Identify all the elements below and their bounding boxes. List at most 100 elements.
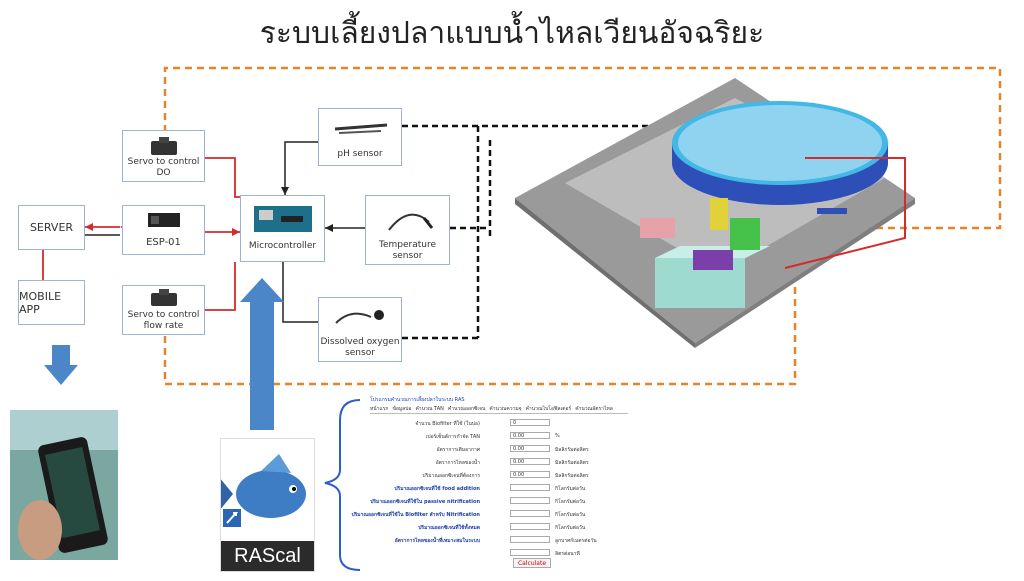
ph-probe-icon	[334, 123, 388, 134]
form-tab[interactable]: คำนวณไบโอฟิลเตอร์	[525, 406, 572, 412]
form-row: จำนวน Biofilter ที่ใช้ (ในบ่อ) 0	[365, 419, 630, 428]
blue-arrow-shaft	[250, 300, 274, 430]
form-row-label: อัตราการไหลของน้ำที่เหมาะสมในระบบ	[394, 538, 480, 544]
do-probe-icon	[335, 310, 384, 324]
arrow-red-mc	[232, 228, 240, 236]
form-row-input[interactable]	[510, 523, 550, 530]
form-row-input[interactable]	[510, 510, 550, 517]
filter-yellow	[710, 198, 728, 230]
arduino-board-icon	[254, 206, 312, 232]
blue-pipe	[817, 208, 847, 214]
servo-flow-label: Servo to control flow rate	[127, 310, 200, 331]
form-row: ปริมาณออกซิเจนที่ใช้ทั้งหมด กิโลกรัมต่อวั…	[365, 523, 630, 532]
form-row-label: ปริมาณออกซิเจนที่ใช้ food addition	[394, 486, 480, 492]
form-row: ปริมาณออกซิเจนที่ใช้ใน Biofilter สำหรับ …	[351, 510, 630, 519]
servo-icon	[151, 137, 177, 155]
form-row-label: ปริมาณออกซิเจนที่ต้องการ	[422, 473, 480, 479]
black-line-ph-mc	[284, 141, 318, 195]
form-row-input[interactable]: 0.00	[510, 445, 550, 452]
red-line-mc-servo-flow	[205, 262, 236, 311]
server-label: SERVER	[29, 221, 74, 234]
esp-label: ESP-01	[146, 236, 181, 248]
rascal-logo: RAScal	[220, 438, 315, 572]
form-row: ปริมาณออกซิเจนที่ใช้ food addition กิโลกร…	[365, 484, 630, 493]
mobile-phone-photo	[10, 410, 118, 560]
dissolved-oxygen-box: Dissolved oxygen sensor	[318, 297, 402, 362]
red-pipe	[784, 157, 906, 269]
form-row-label: อัตราการไหลของน้ำ	[435, 460, 480, 466]
servo-do-box: Servo to control DO	[122, 130, 205, 182]
esp-box: ESP-01	[122, 205, 205, 255]
form-row-unit: มิลลิกรัมต่อลิตร	[555, 473, 589, 479]
temperature-sensor-label: Temperature sensor	[378, 240, 436, 261]
form-row-input[interactable]: 0.00	[510, 458, 550, 465]
ph-sensor-label: pH sensor	[337, 148, 383, 159]
form-row-unit: ลูกบาศก์เมตรต่อวัน	[555, 538, 597, 544]
calculate-button[interactable]: Calculate	[513, 558, 551, 568]
rascal-name: RAScal	[221, 541, 314, 571]
biofilter-media	[693, 250, 733, 270]
form-row-unit: มิลลิกรัมต่อลิตร	[555, 460, 589, 466]
form-row-unit: มิลลิกรัมต่อลิตร	[555, 447, 589, 453]
black-line-do-mc	[282, 262, 318, 323]
fish-icon	[221, 454, 306, 527]
orange-dashed-loop-bottom	[163, 285, 797, 386]
dissolved-oxygen-label: Dissolved oxygen sensor	[320, 337, 400, 358]
ph-sensor-box: pH sensor	[318, 108, 402, 166]
temperature-probe-icon	[388, 213, 434, 231]
form-row-input[interactable]: 0	[510, 419, 550, 426]
form-row-unit: ลิตรต่อนาที	[555, 551, 580, 557]
form-tab[interactable]: คำนวณความจุ	[489, 406, 522, 412]
brace	[324, 399, 361, 571]
form-row: อัตราการเติมอากาศ 0.00 มิลลิกรัมต่อลิตร	[365, 445, 630, 454]
arrow-red-server	[85, 223, 93, 231]
tank-illustration	[515, 78, 915, 348]
form-row-input[interactable]	[510, 484, 550, 491]
form-row-unit: กิโลกรัมต่อวัน	[555, 486, 586, 492]
form-tab[interactable]: คำนวณอัตราไหล	[575, 406, 613, 412]
esp-board-icon	[148, 213, 180, 227]
mobile-app-box: MOBILE APP	[18, 280, 85, 325]
blue-down-shaft	[52, 345, 70, 365]
form-row: อัตราการไหลของน้ำ 0.00 มิลลิกรัมต่อลิตร	[365, 458, 630, 467]
page-title: ระบบเลี้ยงปลาแบบน้ำไหลเวียนอัจฉริยะ	[259, 16, 765, 51]
form-tab[interactable]: คำนวณออกซิเจน	[447, 406, 486, 412]
orange-dashed-loop	[163, 66, 1002, 230]
form-row-input[interactable]: 0.00	[510, 432, 550, 439]
form-row: ลิตรต่อนาที	[365, 549, 630, 558]
form-row-unit: กิโลกรัมต่อวัน	[555, 525, 586, 531]
form-tab[interactable]: คำนวณ TAN	[415, 406, 444, 412]
server-box: SERVER	[18, 205, 85, 250]
servo-icon	[151, 289, 177, 306]
form-row-label: อัตราการเติมอากาศ	[436, 447, 480, 453]
red-line-servo-do	[205, 157, 268, 198]
temperature-sensor-box: Temperature sensor	[365, 195, 450, 265]
blue-down-head	[44, 365, 78, 385]
form-row-label: ปริมาณออกซิเจนที่ใช้ใน Biofilter สำหรับ …	[351, 512, 480, 518]
microcontroller-box: Microcontroller	[240, 195, 325, 262]
form-row-input[interactable]: 0.00	[510, 471, 550, 478]
form-row-unit: กิโลกรัมต่อวัน	[555, 512, 586, 518]
form-row-label: ปริมาณออกซิเจนที่ใช้ใน passive nitrifica…	[370, 499, 480, 505]
form-row: ปริมาณออกซิเจนที่ต้องการ 0.00 มิลลิกรัมต่อ…	[365, 471, 630, 480]
servo-do-label: Servo to control DO	[127, 157, 200, 178]
form-header: โปรแกรมคำนวณการเลี้ยงปลาในระบบ RAS	[370, 397, 465, 403]
form-row-input[interactable]	[510, 497, 550, 504]
form-row-unit: %	[555, 433, 560, 439]
form-row-input[interactable]	[510, 536, 550, 543]
form-tab[interactable]: ข้อมูลบ่อ	[392, 406, 412, 412]
form-row-label: จำนวน Biofilter ที่ใช้ (ในบ่อ)	[415, 421, 480, 427]
form-row-unit: กิโลกรัมต่อวัน	[555, 499, 586, 505]
servo-flow-box: Servo to control flow rate	[122, 285, 205, 335]
arrow-black-mc	[281, 187, 289, 195]
form-row-label: ปริมาณออกซิเจนที่ใช้ทั้งหมด	[418, 525, 480, 531]
mobile-app-label: MOBILE APP	[19, 289, 62, 316]
microcontroller-label: Microcontroller	[248, 240, 317, 251]
form-tab[interactable]: หน้าแรก	[370, 406, 389, 412]
rascal-form: โปรแกรมคำนวณการเลี้ยงปลาในระบบ RAS หน้าแ…	[351, 395, 630, 573]
form-row-input[interactable]	[510, 549, 550, 556]
pump-green	[730, 218, 760, 250]
form-row: ปริมาณออกซิเจนที่ใช้ใน passive nitrifica…	[365, 497, 630, 506]
